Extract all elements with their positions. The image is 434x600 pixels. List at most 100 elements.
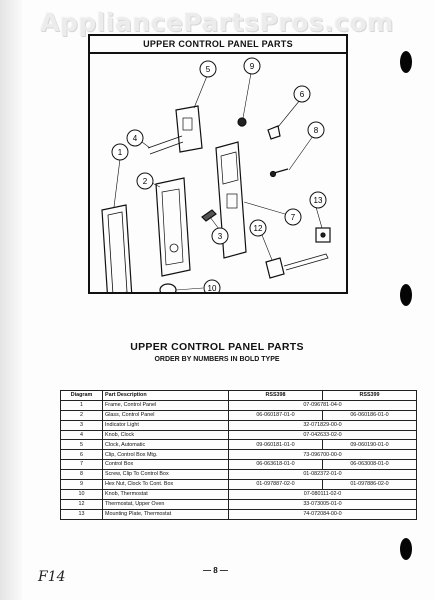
callout-4: 4 (126, 129, 144, 147)
callout-7: 7 (284, 208, 302, 226)
cell-diagram-number: 1 (60, 399, 103, 411)
punch-hole-top (400, 51, 412, 73)
handwritten-note: F14 (38, 569, 66, 585)
svg-text:13: 13 (314, 196, 323, 205)
part-screw-drawing (273, 168, 289, 174)
cell-part-number-rss399: 09-060190-01-0 (322, 439, 417, 451)
section-subtitle: ORDER BY NUMBERS IN BOLD TYPE (154, 356, 280, 363)
cell-part-description: Clock, Automatic (102, 439, 229, 451)
page-edge-shadow (0, 0, 22, 600)
part-indicator-light-drawing (201, 209, 217, 222)
svg-text:4: 4 (133, 134, 138, 143)
cell-diagram-number: 6 (60, 449, 103, 461)
svg-text:8: 8 (314, 126, 319, 135)
callout-markers: 5 9 6 8 4 1 2 7 13 3 12 10 (111, 57, 327, 292)
cell-part-number-rss399: 06-060186-01-0 (322, 409, 417, 421)
punch-hole-bottom (400, 538, 412, 560)
cell-diagram-number: 5 (60, 439, 103, 451)
svg-text:10: 10 (208, 284, 217, 292)
svg-text:6: 6 (300, 90, 305, 99)
cell-part-number-shared: 32-071829-00-0 (228, 419, 417, 431)
part-glass-drawing (155, 177, 191, 277)
cell-part-number-shared: 73-096700-00-0 (228, 449, 417, 461)
callout-5: 5 (199, 60, 217, 78)
cell-diagram-number: 9 (60, 479, 103, 490)
exploded-parts-diagram: 5 9 6 8 4 1 2 7 13 3 12 10 (101, 57, 331, 292)
cell-part-number-rss398: 09-060181-01-0 (228, 439, 323, 451)
svg-text:3: 3 (218, 232, 223, 241)
callout-10: 10 (203, 279, 221, 292)
callout-9: 9 (243, 57, 261, 75)
cell-part-number-rss398: 01-097887-02-0 (228, 479, 323, 490)
cell-diagram-number: 13 (60, 508, 103, 520)
cell-part-number-shared: 07-096781-04-0 (228, 399, 417, 411)
diagram-frame: UPPER CONTROL PANEL PARTS (88, 34, 348, 294)
part-frame-drawing (101, 204, 133, 292)
page-number: — 8 — (203, 566, 228, 575)
cell-diagram-number: 7 (60, 459, 103, 471)
part-thermostat-knob-drawing (159, 283, 177, 292)
cell-part-number-rss399: 01-097886-02-0 (322, 479, 417, 490)
svg-text:9: 9 (250, 62, 255, 71)
svg-text:12: 12 (254, 224, 263, 233)
cell-part-number-shared: 01-082372-01-0 (228, 469, 417, 481)
watermark: AppliancePartsPros.com (40, 8, 394, 37)
cell-part-number-shared: 74-072084-00-0 (228, 508, 417, 520)
part-control-box-drawing (215, 141, 247, 259)
callout-13: 13 (309, 191, 327, 209)
cell-part-number-rss398: 06-060187-01-0 (228, 409, 323, 421)
cell-diagram-number: 12 (60, 498, 103, 510)
table-header-row: Diagram Part Description RSS398 RSS399 (60, 390, 417, 401)
svg-text:1: 1 (118, 148, 123, 157)
cell-part-description: Thermostat, Upper Oven (102, 498, 229, 510)
header-part-description: Part Description (102, 390, 229, 401)
svg-text:5: 5 (206, 65, 211, 74)
cell-part-description: Knob, Clock (102, 429, 229, 441)
parts-table: Diagram Part Description RSS398 RSS399 1… (60, 390, 417, 520)
cell-part-description: Control Box (102, 459, 229, 471)
cell-diagram-number: 8 (60, 469, 103, 481)
cell-part-description: Mounting Plate, Thermostat (102, 508, 229, 520)
diagram-title: UPPER CONTROL PANEL PARTS (90, 36, 346, 54)
section-title: UPPER CONTROL PANEL PARTS (130, 341, 304, 353)
punch-hole-middle (400, 284, 412, 306)
part-thermostat-drawing (265, 257, 285, 279)
callout-3: 3 (211, 227, 229, 245)
cell-part-description: Clip, Control Box Mtg. (102, 449, 229, 461)
callout-6: 6 (293, 85, 311, 103)
svg-text:2: 2 (143, 177, 148, 186)
callout-2: 2 (136, 172, 154, 190)
callout-12: 12 (249, 219, 267, 237)
svg-text:7: 7 (291, 213, 296, 222)
cell-diagram-number: 3 (60, 419, 103, 431)
part-hex-nut-drawing (237, 117, 247, 127)
part-mounting-plate-drawing (315, 227, 331, 243)
cell-diagram-number: 10 (60, 488, 103, 500)
header-model-rss398: RSS398 (228, 390, 323, 401)
cell-part-number-rss398: 06-063618-01-0 (228, 459, 323, 471)
header-model-rss399: RSS399 (322, 390, 417, 401)
cell-diagram-number: 2 (60, 409, 103, 421)
cell-part-description: Knob, Thermostat (102, 488, 229, 500)
part-clip-drawing (267, 125, 281, 140)
cell-part-description: Screw, Clip To Control Box (102, 469, 229, 481)
cell-part-description: Glass, Control Panel (102, 409, 229, 421)
cell-diagram-number: 4 (60, 429, 103, 441)
cell-part-number-shared: 33-073005-01-0 (228, 498, 417, 510)
cell-part-number-rss399: 06-063008-01-0 (322, 459, 417, 471)
cell-part-description: Frame, Control Panel (102, 399, 229, 411)
